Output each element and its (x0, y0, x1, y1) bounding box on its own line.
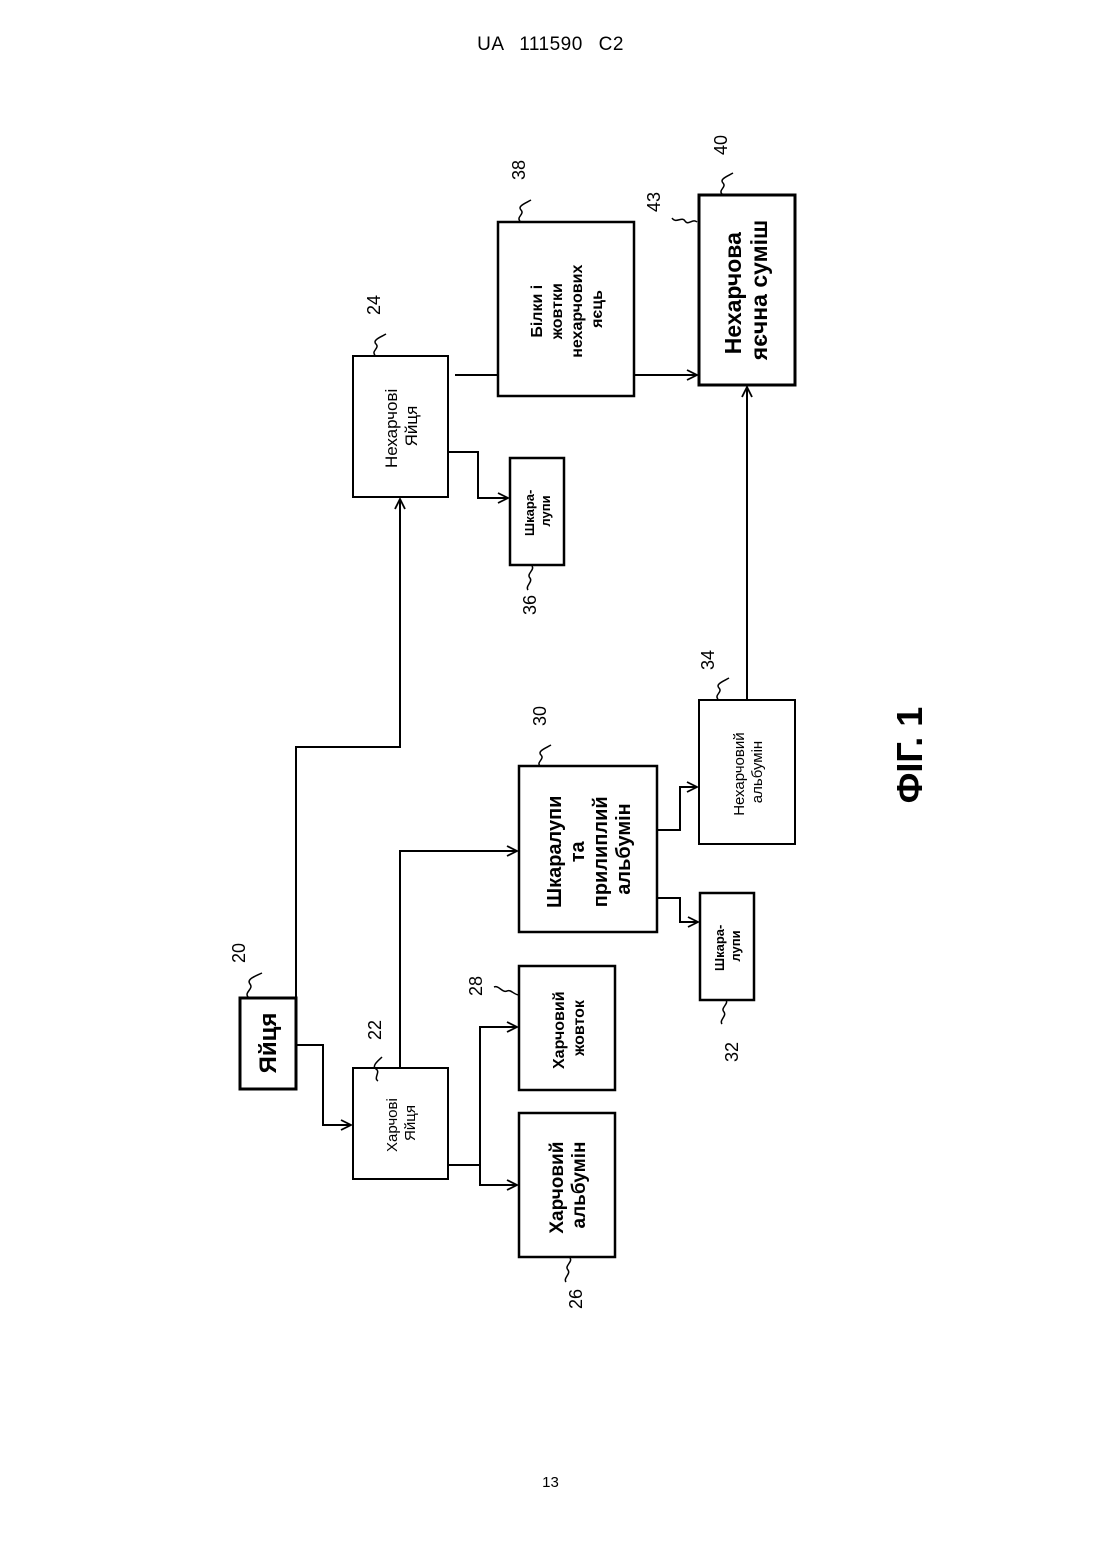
label-shells-36: Шкара- лупи (522, 486, 553, 536)
leader-20 (247, 973, 262, 997)
ref-26: 26 (566, 1289, 586, 1309)
ref-36: 36 (520, 595, 540, 615)
label-eggs: Яйця (255, 1013, 282, 1074)
leader-36 (527, 566, 532, 590)
ref-22: 22 (365, 1020, 385, 1040)
arrow-shells-albumin-to-nonfood-albumin (657, 787, 697, 830)
ref-32: 32 (722, 1042, 742, 1062)
ref-40: 40 (711, 135, 731, 155)
leader-38 (519, 200, 531, 221)
box-whites-yolks (498, 222, 634, 396)
arrow-eggs-to-nonfood-eggs (296, 499, 400, 998)
figure-caption: ФІГ. 1 (889, 707, 930, 804)
arrow-food-eggs-to-shells-albumin (400, 851, 517, 1068)
leader-40 (721, 173, 733, 194)
leader-24 (374, 334, 386, 355)
leader-32 (721, 1000, 726, 1024)
label-nonfood-eggs: Нехарчові Яйця (382, 384, 421, 468)
ref-20: 20 (229, 943, 249, 963)
arrow-food-eggs-to-food-yolk (480, 1027, 517, 1165)
leader-43 (672, 218, 697, 223)
label-shells-albumin: Шкаралупи та прилиплий альбумін (544, 790, 635, 908)
arrow-nonfood-eggs-to-shells (448, 452, 508, 498)
arrow-eggs-to-food-eggs (296, 1045, 351, 1125)
ref-38: 38 (509, 160, 529, 180)
label-nonfood-albumin: Нехарчовий альбумін (731, 728, 766, 816)
leader-34 (717, 678, 729, 699)
ref-43: 43 (644, 192, 664, 212)
label-shells-32: Шкара- лупи (712, 921, 743, 971)
arrow-shells-albumin-to-shells (657, 898, 698, 922)
box-shells-36 (510, 458, 564, 565)
leader-26 (565, 1258, 570, 1282)
leader-28 (494, 987, 519, 995)
label-food-eggs: Харчові Яйця (384, 1094, 419, 1152)
label-food-yolk: Харчовий жовток (551, 987, 588, 1069)
page-number: 13 (0, 1474, 1101, 1491)
ref-28: 28 (466, 976, 486, 996)
leader-30 (539, 745, 551, 766)
label-nonfood-mix: Нехарчова яєчна суміш (720, 220, 772, 361)
label-whites-yolks: Білки і жовтки нехарчових яєць (529, 260, 606, 358)
ref-30: 30 (530, 706, 550, 726)
box-shells-32 (700, 893, 754, 1000)
arrow-food-eggs-to-food-albumin (448, 1165, 517, 1185)
ref-24: 24 (364, 295, 384, 315)
ref-34: 34 (698, 650, 718, 670)
label-food-albumin: Харчовий альбумін (547, 1136, 590, 1233)
